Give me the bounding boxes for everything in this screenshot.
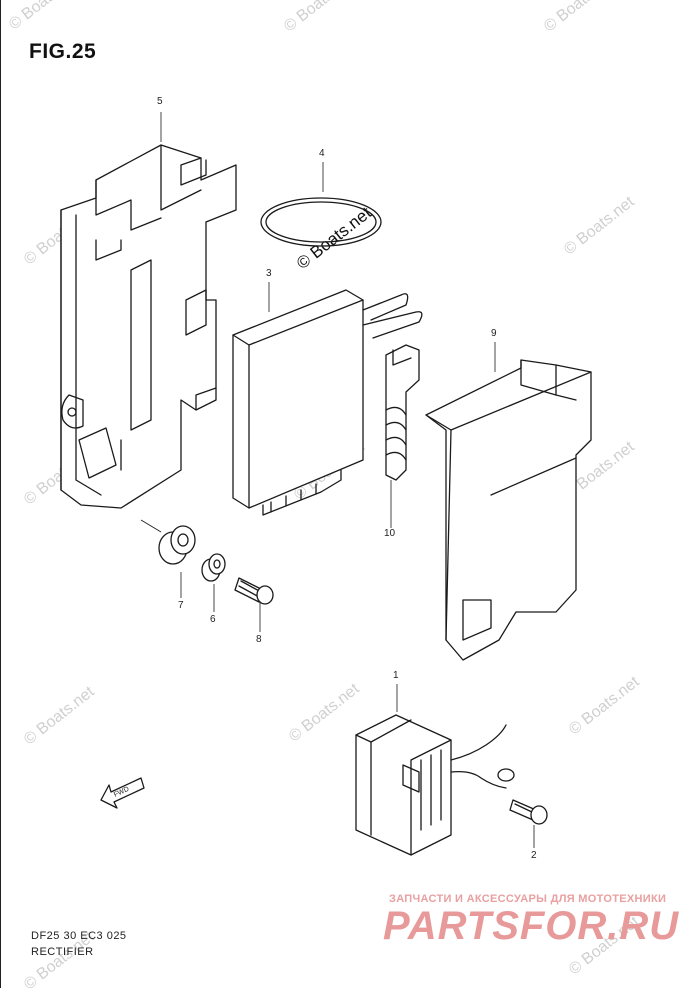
brand-logo: PARTSFOR.RU (383, 904, 680, 948)
callout-3: 3 (266, 268, 272, 279)
diagram-code: DF25 30 EC3 025 (31, 930, 127, 942)
callout-10: 10 (384, 528, 396, 539)
part-6-collar (201, 553, 226, 582)
part-8-bolt (234, 577, 274, 605)
figure-title: FIG.25 (29, 40, 97, 63)
part-5-bracket (60, 144, 237, 509)
callout-9: 9 (491, 328, 497, 339)
part-9-cover (425, 359, 592, 661)
diagram-caption: RECTIFIER (31, 946, 94, 958)
part-10-clip (385, 344, 420, 481)
part-7-grommet (158, 525, 196, 565)
callout-5: 5 (157, 96, 163, 107)
brand-tagline: ЗАПЧАСТИ И АКСЕССУАРЫ ДЛЯ МОТОТЕХНИКИ (389, 893, 667, 905)
part-2-screw (509, 799, 548, 825)
fwd-arrow-icon: FWD (100, 777, 145, 809)
callout-2: 2 (531, 850, 537, 861)
callout-8: 8 (256, 634, 262, 645)
callout-7: 7 (178, 600, 184, 611)
callout-1: 1 (393, 670, 399, 681)
callout-4: 4 (319, 148, 325, 159)
part-4-band (260, 197, 382, 247)
leader-lines (140, 112, 535, 848)
part-3-unit (232, 289, 423, 516)
part-1-rectifier (355, 714, 515, 856)
callout-6: 6 (210, 614, 216, 625)
